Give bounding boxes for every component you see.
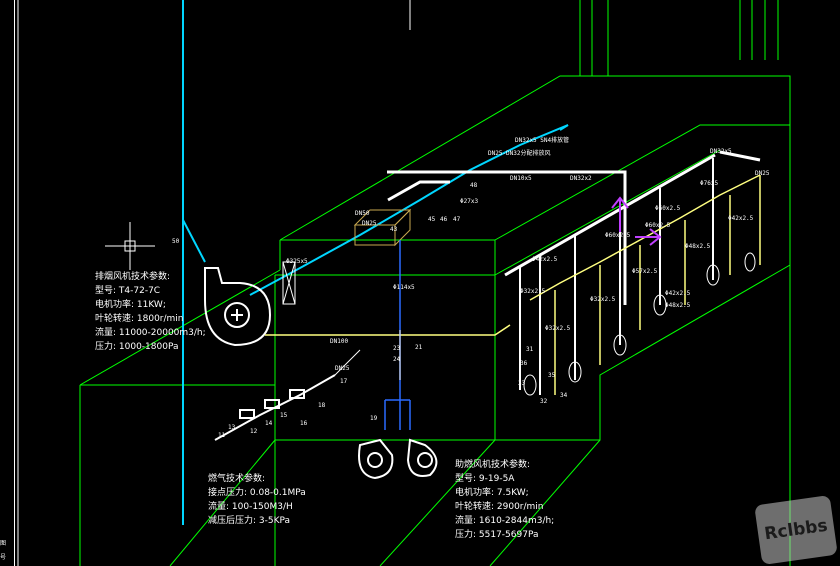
watermark-logo: Rclbbs — [754, 495, 838, 565]
tag: Φ42x2.5 — [728, 215, 754, 222]
sidebar-label-bottom: 号 — [0, 554, 7, 561]
tag: Φ114x5 — [393, 284, 415, 291]
spec-line: 叶轮转速: 1800r/min — [95, 314, 184, 324]
sidebar-label-top: 图 — [0, 540, 7, 547]
spec-line: 型号: T4-72-7C — [95, 286, 161, 296]
tag: DN50 — [355, 210, 370, 217]
exhaust-fan-icon — [204, 267, 272, 347]
spec-line: 接点压力: 0.08-0.1MPa — [208, 488, 306, 498]
tag: 19 — [370, 415, 378, 422]
tag: 31 — [526, 346, 534, 353]
tag: 32 — [540, 398, 548, 405]
burner-icons — [523, 252, 756, 396]
spec-line: 电机功率: 7.5KW; — [455, 488, 529, 498]
spec-line: 流量: 100-150M3/H — [208, 502, 293, 512]
tag: 24 — [393, 356, 401, 363]
tag: 18 — [318, 402, 326, 409]
exhaust-fan-title: 排烟风机技术参数: — [95, 272, 171, 282]
spec-line: 电机功率: 11KW; — [95, 300, 166, 310]
tag: Φ42x2.5 — [665, 290, 691, 297]
tag: DN25 — [335, 365, 350, 372]
tag: 33 — [518, 380, 526, 387]
tag: Φ27x3 — [460, 198, 479, 205]
tag: 47 — [453, 216, 461, 223]
tag: DN25 — [362, 220, 377, 227]
tag: 23 — [393, 345, 401, 352]
tag: 14 — [265, 420, 273, 427]
gas-line — [334, 349, 361, 376]
gas-title: 燃气技术参数: — [208, 474, 266, 484]
tag: 36 — [520, 360, 528, 367]
spec-line: 减压后压力: 3-5KPa — [208, 516, 291, 526]
tag: 43 — [390, 226, 398, 233]
cyan-exhaust-pipe — [182, 0, 569, 525]
tag: Φ48x2.5 — [685, 243, 711, 250]
burner-branches — [519, 158, 714, 395]
tag: Φ60x2.5 — [655, 205, 681, 212]
tag: 12 — [250, 428, 258, 435]
tag: Φ60x2.5 — [645, 222, 671, 229]
combustion-fan-specs: 助燃风机技术参数: 型号: 9-19-5A 电机功率: 7.5KW; 叶轮转速:… — [455, 458, 554, 542]
frame-lines — [17, 0, 411, 566]
tag: DN32x5 — [710, 148, 732, 155]
tag: Φ57x2.5 — [632, 268, 658, 275]
tag: DN25-DN32分配排放风 — [488, 150, 551, 157]
tag: 46 — [440, 216, 448, 223]
tag: 45 — [428, 216, 436, 223]
tag: Φ32x2.5 — [590, 296, 616, 303]
tag: 16 — [300, 420, 308, 427]
spec-line: 叶轮转速: 2900r/min — [455, 502, 544, 512]
tag: DN25 — [755, 170, 770, 177]
gas-train — [214, 374, 336, 441]
tag: 13 — [228, 424, 236, 431]
exhaust-fan-specs: 排烟风机技术参数: 型号: T4-72-7C 电机功率: 11KW; 叶轮转速:… — [95, 270, 206, 354]
damper-icon — [282, 261, 296, 305]
arrow-icon — [559, 124, 569, 131]
tag: Φ42x2.5 — [532, 256, 558, 263]
combustion-fan-title: 助燃风机技术参数: — [455, 460, 531, 470]
spec-line: 流量: 11000-20000m3/h; — [95, 328, 206, 338]
crosshair-cursor-icon — [105, 222, 155, 270]
tag: 34 — [560, 392, 568, 399]
tag: DN100 — [330, 338, 349, 345]
drawing-sidebar: 图 号 — [0, 0, 15, 566]
tag: 21 — [415, 344, 423, 351]
gas-specs: 燃气技术参数: 接点压力: 0.08-0.1MPa 流量: 100-150M3/… — [208, 472, 306, 528]
tag: Φ76x5 — [700, 180, 719, 187]
tag: 15 — [280, 412, 288, 419]
chimney-lines — [579, 0, 779, 76]
spec-line: 型号: 9-19-5A — [455, 474, 515, 484]
tag: 48 — [470, 182, 478, 189]
tag: Φ32x2.5 — [545, 325, 571, 332]
tag: 17 — [340, 378, 348, 385]
spec-line: 压力: 1000-1800Pa — [95, 342, 179, 352]
tag: Φ325x5 — [286, 258, 308, 265]
tag: DN32x5 SN4排放管 — [515, 137, 570, 144]
tag: Φ60x2.5 — [605, 232, 631, 239]
tag: Φ48x2.5 — [665, 302, 691, 309]
tag: 35 — [548, 372, 556, 379]
tag: DN32x2 — [570, 175, 592, 182]
spec-line: 压力: 5517-5697Pa — [455, 530, 539, 540]
tag: 11 — [218, 432, 226, 439]
tag: Φ32x2.5 — [520, 288, 546, 295]
valve-box-icon — [353, 208, 412, 247]
tag: DN10x5 — [510, 175, 532, 182]
tag: 50 — [172, 238, 180, 245]
spec-line: 流量: 1610-2844m3/h; — [455, 516, 555, 526]
air-branches — [265, 174, 761, 395]
combustion-fan-icons — [358, 438, 438, 480]
flow-arrow-icons — [611, 196, 662, 246]
